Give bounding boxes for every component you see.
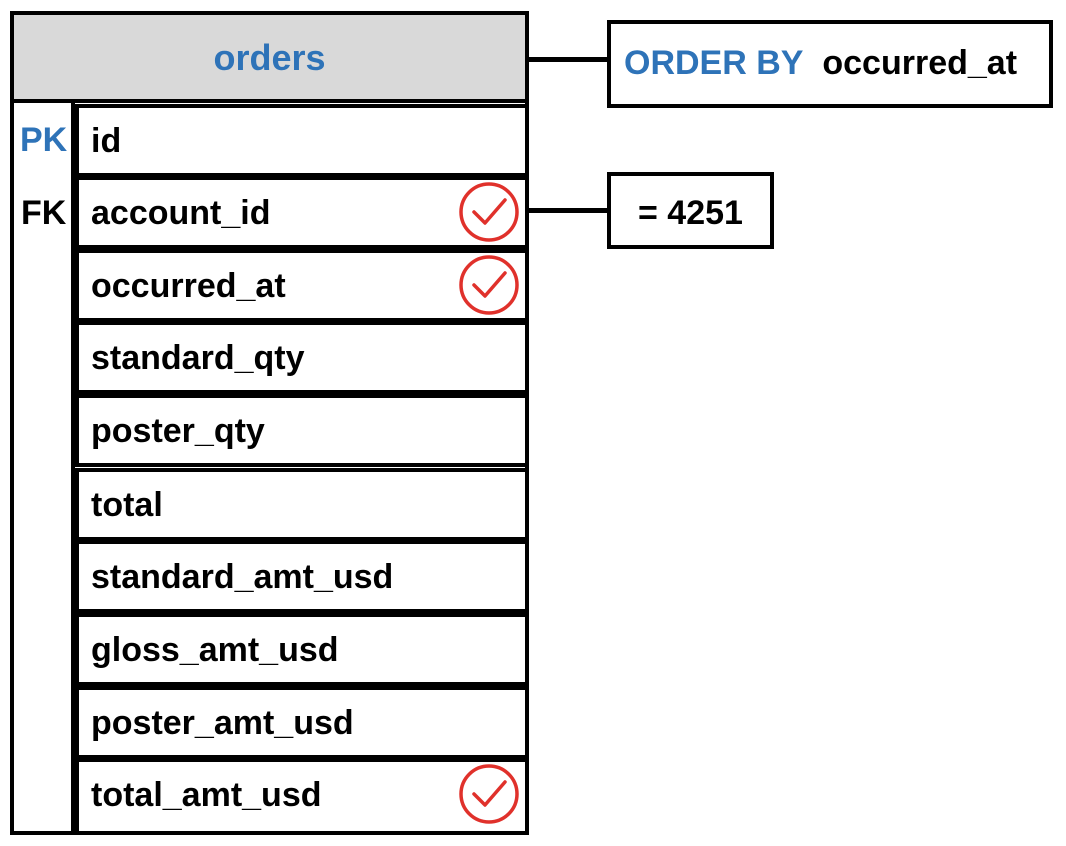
check-icon bbox=[459, 255, 519, 315]
table-header bbox=[10, 11, 529, 103]
field-name: gloss_amt_usd bbox=[91, 631, 339, 669]
check-icon bbox=[459, 182, 519, 242]
field-name: standard_qty bbox=[91, 339, 305, 377]
field-row bbox=[75, 104, 529, 177]
field-row bbox=[75, 321, 529, 394]
order-by-clause: ORDER BY occurred_at bbox=[624, 46, 1017, 80]
check-icon bbox=[459, 764, 519, 824]
field-row bbox=[75, 468, 529, 541]
field-name: occurred_at bbox=[91, 267, 286, 305]
pk-label: PK bbox=[20, 121, 68, 159]
field-name: poster_amt_usd bbox=[91, 704, 354, 742]
field-row bbox=[75, 758, 529, 835]
field-name: id bbox=[91, 122, 122, 160]
order-by-keyword: ORDER BY bbox=[624, 44, 804, 82]
field-row bbox=[75, 540, 529, 613]
field-name: poster_qty bbox=[91, 412, 265, 450]
field-row bbox=[75, 686, 529, 759]
filter-box bbox=[607, 172, 774, 249]
order-by-column: occurred_at bbox=[822, 44, 1018, 82]
filter-connector bbox=[529, 208, 609, 213]
filter-value: = 4251 bbox=[638, 194, 743, 232]
field-row bbox=[75, 394, 529, 467]
key-column-divider bbox=[71, 103, 75, 835]
field-name: account_id bbox=[91, 194, 271, 232]
field-row bbox=[75, 176, 529, 249]
field-name: total bbox=[91, 486, 163, 524]
table-name: orders bbox=[213, 37, 326, 78]
fk-label: FK bbox=[21, 194, 67, 232]
field-name: standard_amt_usd bbox=[91, 558, 394, 596]
order-by-box bbox=[607, 20, 1053, 108]
field-row bbox=[75, 613, 529, 686]
order-by-connector bbox=[529, 57, 609, 62]
field-name: total_amt_usd bbox=[91, 776, 322, 814]
field-row bbox=[75, 249, 529, 322]
order-by-spacer bbox=[803, 44, 822, 82]
